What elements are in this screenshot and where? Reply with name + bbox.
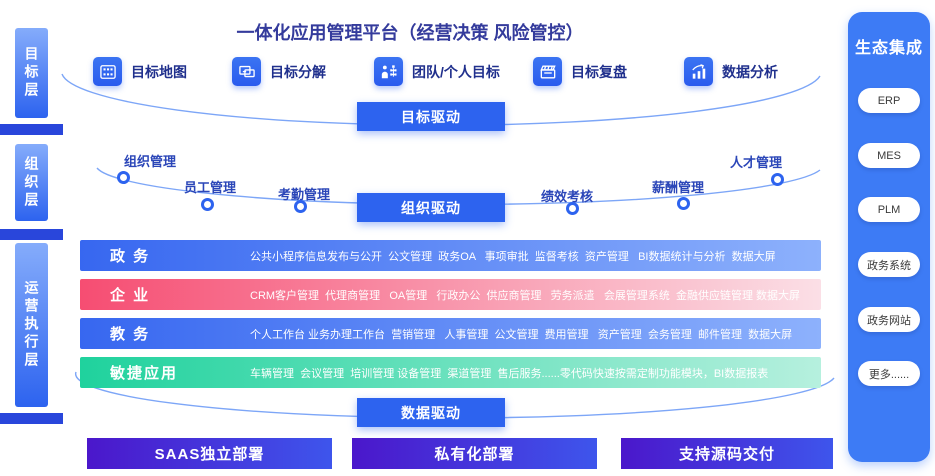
layer-label-org: 组织层 <box>15 144 48 221</box>
ecosystem-pill-more[interactable]: 更多...... <box>858 361 920 386</box>
ecosystem-pill-gov-website[interactable]: 政务网站 <box>858 307 920 332</box>
goal-item-label: 数据分析 <box>722 63 778 80</box>
clapperboard-icon <box>533 57 562 86</box>
goal-item-label: 目标分解 <box>270 63 326 80</box>
goal-item-label: 目标地图 <box>131 63 187 80</box>
deploy-source-button[interactable]: 支持源码交付 <box>621 438 833 469</box>
org-node-dot <box>566 202 579 215</box>
layer-divider <box>0 229 63 240</box>
row-items: 车辆管理 会议管理 培训管理 设备管理 渠道管理 售后服务......零代码快速… <box>250 367 769 380</box>
org-node-dot <box>771 173 784 186</box>
org-node-dot <box>677 197 690 210</box>
row-name: 敏捷应用 <box>110 365 179 382</box>
org-node-label: 组织管理 <box>124 154 177 169</box>
deploy-private-button[interactable]: 私有化部署 <box>352 438 597 469</box>
goal-item-data-analysis[interactable]: 数据分析 <box>684 57 778 86</box>
goal-item-label: 团队/个人目标 <box>412 63 500 80</box>
layer-label-goal: 目标层 <box>15 28 48 118</box>
ecosystem-pill-erp[interactable]: ERP <box>858 88 920 113</box>
org-node-label: 薪酬管理 <box>652 180 705 195</box>
goal-driver-button[interactable]: 目标驱动 <box>357 102 505 131</box>
goal-item-target-decompose[interactable]: 目标分解 <box>232 57 326 86</box>
org-node-label: 员工管理 <box>184 180 237 195</box>
org-node-label: 人才管理 <box>730 155 783 170</box>
grid-map-icon <box>93 57 122 86</box>
goal-item-label: 目标复盘 <box>571 63 627 80</box>
page-title: 一体化应用管理平台（经营决策 风险管控） <box>236 23 584 43</box>
ecosystem-pill-mes[interactable]: MES <box>858 143 920 168</box>
person-orgchart-icon <box>374 57 403 86</box>
layer-divider <box>0 413 63 424</box>
app-row-enterprise: 企 业 CRM客户管理 代理商管理 OA管理 行政办公 供应商管理 劳务派遣 会… <box>80 279 821 310</box>
row-name: 企 业 <box>110 287 151 304</box>
ecosystem-title: 生态集成 <box>854 40 923 57</box>
goal-item-target-map[interactable]: 目标地图 <box>93 57 187 86</box>
ecosystem-pill-gov-system[interactable]: 政务系统 <box>858 252 920 277</box>
org-node-label: 考勤管理 <box>278 187 331 202</box>
ecosystem-sidebar: 生态集成 ERP MES PLM 政务系统 政务网站 更多...... <box>848 12 930 462</box>
row-name: 教 务 <box>110 326 151 343</box>
layer-label-ops: 运营执行层 <box>15 243 48 407</box>
deploy-saas-button[interactable]: SAAS独立部署 <box>87 438 332 469</box>
data-driver-button[interactable]: 数据驱动 <box>357 398 505 427</box>
bar-chart-arrow-icon <box>684 57 713 86</box>
app-row-agile-apps: 敏捷应用 车辆管理 会议管理 培训管理 设备管理 渠道管理 售后服务......… <box>80 357 821 388</box>
app-row-government: 政 务 公共小程序信息发布与公开 公文管理 政务OA 事项审批 监督考核 资产管… <box>80 240 821 271</box>
row-items: 公共小程序信息发布与公开 公文管理 政务OA 事项审批 监督考核 资产管理 BI… <box>250 250 776 263</box>
org-node-dot <box>294 200 307 213</box>
org-node-dot <box>201 198 214 211</box>
org-driver-button[interactable]: 组织驱动 <box>357 193 505 222</box>
org-node-dot <box>117 171 130 184</box>
app-row-education: 教 务 个人工作台 业务办理工作台 营销管理 人事管理 公文管理 费用管理 资产… <box>80 318 821 349</box>
org-node-label: 绩效考核 <box>541 189 594 204</box>
goal-item-team-personal-goal[interactable]: 团队/个人目标 <box>374 57 500 86</box>
ecosystem-pill-plm[interactable]: PLM <box>858 197 920 222</box>
row-name: 政 务 <box>110 248 151 265</box>
goal-item-target-review[interactable]: 目标复盘 <box>533 57 627 86</box>
layer-divider <box>0 124 63 135</box>
row-items: CRM客户管理 代理商管理 OA管理 行政办公 供应商管理 劳务派遣 会展管理系… <box>250 289 801 302</box>
row-items: 个人工作台 业务办理工作台 营销管理 人事管理 公文管理 费用管理 资产管理 会… <box>250 328 793 341</box>
screens-icon <box>232 57 261 86</box>
